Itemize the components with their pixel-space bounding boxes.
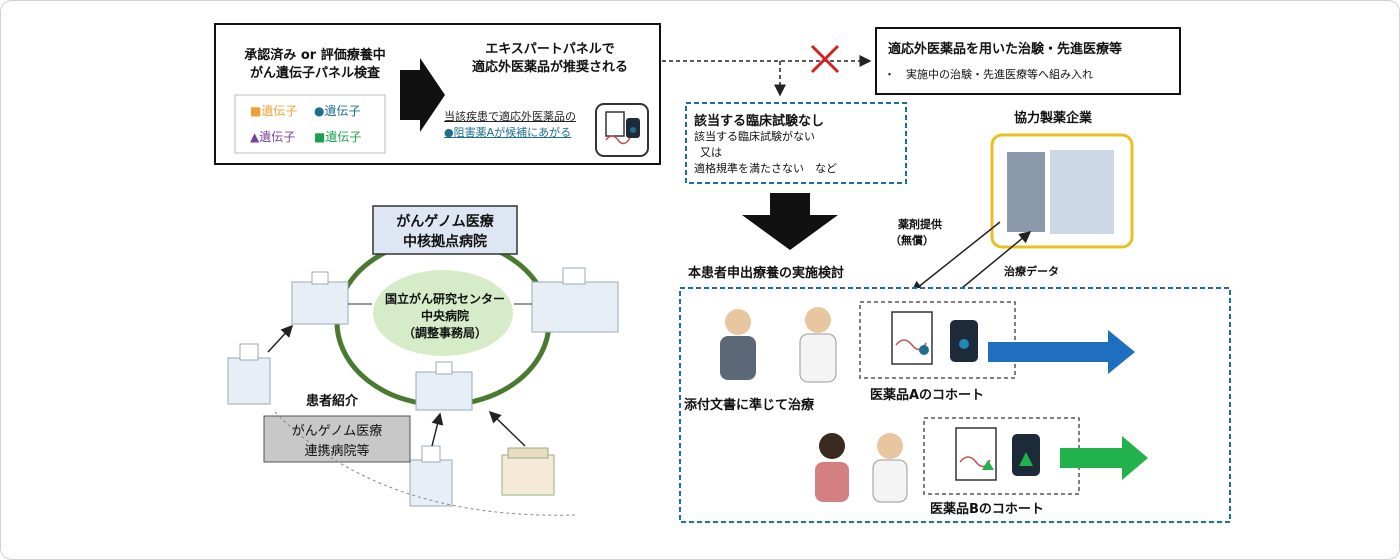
cohort-a-label: 医薬品Aのコホート	[870, 388, 985, 403]
partner-hospital-line2: 連携病院等	[304, 444, 370, 459]
partner-hospital-icon-left	[227, 343, 271, 405]
panel-test-line2: がん遺伝子パネル検査	[249, 66, 380, 81]
panel-test-line1: 承認済み or 評価療養中	[244, 48, 386, 63]
trial-box-title: 適応外医薬品を用いた治験・先進医療等	[888, 42, 1123, 57]
ncc-ellipse	[373, 270, 513, 356]
study-title: 本患者申出療養の実施検討	[688, 266, 845, 281]
patient-doctor-icon-b	[815, 433, 908, 503]
expert-panel-line2: 適応外医薬品が推奨される	[471, 60, 628, 75]
ncc-line1: 国立がん研究センター	[384, 292, 505, 306]
drug-document-icon-small	[595, 103, 649, 157]
cohort-b-box	[923, 417, 1080, 495]
treatment-label: 添付文書に準じて治療	[684, 398, 815, 413]
no-trial-line2: 又は	[700, 146, 722, 159]
gene-legend-box	[234, 94, 386, 154]
ncc-line2: 中央病院	[420, 309, 469, 323]
hospital-icon-bottom	[415, 361, 473, 411]
cohort-b-label: 医薬品Bのコホート	[930, 502, 1044, 517]
no-trial-box	[685, 102, 907, 184]
to-study-arrow	[742, 193, 838, 250]
trial-box-bullet: ・ 実施中の治験・先進医療等へ組み入れ	[884, 68, 1093, 81]
hospital-icon-left	[291, 271, 349, 325]
pharma-building-icon	[1007, 150, 1114, 234]
cohort-a-drug-icon	[891, 311, 978, 365]
core-hospital-line1: がんゲノム医療	[396, 214, 494, 230]
no-trial-line1: 該当する臨床試験がない	[694, 130, 815, 143]
legend-item-blue: ●遺伝子	[314, 104, 361, 118]
cohort-a-box	[859, 301, 1016, 379]
core-hospital-line2: 中核拠点病院	[403, 234, 487, 250]
drug-supply-arrow	[910, 221, 1001, 293]
expert-panel-line1: エキスパートパネルで	[485, 42, 615, 57]
cohort-b-drug-icon	[955, 427, 1040, 481]
no-trial-line3: 適格規準を満たさない など	[694, 162, 837, 175]
candidate-line1: 当該疾患で適応外医薬品の	[444, 110, 576, 123]
panel-to-expert-arrow	[400, 58, 445, 132]
ncc-line3: （調整事務局）	[402, 326, 487, 340]
legend-item-purple: ▲遺伝子	[250, 130, 296, 144]
drug-free-label: （無償）	[890, 234, 934, 247]
treatment-data-label: 治療データ	[1004, 265, 1059, 278]
gene-legend: ■遺伝子 ●遺伝子 ▲遺伝子 ■遺伝子	[250, 102, 380, 150]
partner-hospital-box	[263, 415, 411, 463]
cohort-a-arrow	[988, 330, 1135, 374]
referral-label: 患者紹介	[306, 394, 359, 409]
hospital-icon-right	[531, 267, 619, 333]
partner-area-curve	[274, 411, 576, 516]
patient-doctor-icon-a	[720, 307, 837, 383]
trial-box	[875, 27, 1181, 95]
pharma-title: 協力製薬企業	[1014, 111, 1093, 126]
core-hospital-box	[372, 205, 518, 255]
no-trial-title: 該当する臨床試験なし	[694, 114, 825, 129]
legend-item-orange: ■遺伝子	[250, 104, 298, 118]
cohort-b-arrow	[1060, 436, 1148, 480]
legend-item-green: ■遺伝子	[314, 130, 362, 144]
partner-hospital-line1: がんゲノム医療	[291, 424, 383, 439]
partner-hospital-icon-bottom	[409, 445, 453, 507]
drug-supply-label: 薬剤提供	[898, 218, 942, 231]
candidate-line2: ●阻害薬Aが候補にあがる	[444, 126, 572, 139]
clinic-icon	[501, 447, 555, 496]
red-x-mark	[810, 44, 840, 74]
